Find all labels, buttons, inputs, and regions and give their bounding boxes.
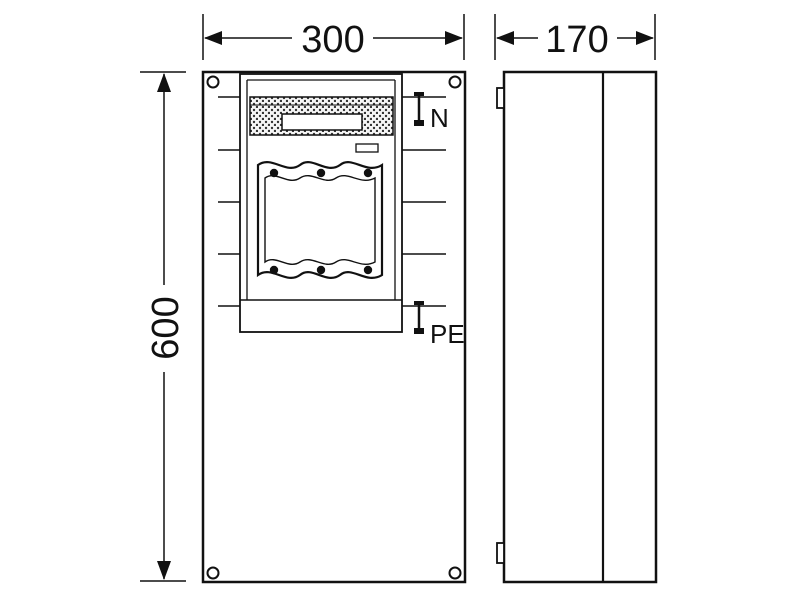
pe-terminal-icon [414,301,424,334]
height-dimension: 600 [140,71,187,582]
hinge-icon [496,542,505,564]
screw-icon [206,566,220,580]
bolt-icon [269,168,279,178]
bolt-icon [363,265,373,275]
depth-dimension: 170 [494,14,656,61]
fuse-cover [256,143,384,279]
hinge-icon [496,87,505,109]
screw-icon [448,75,462,89]
height-label: 600 [145,296,187,359]
width-label: 300 [301,19,364,61]
depth-label: 170 [545,19,608,61]
cable-lines-right [402,96,446,307]
screw-icon [206,75,220,89]
neutral-terminal-icon [414,92,424,126]
bolt-icon [316,265,326,275]
enclosure-side-outline [502,70,658,584]
cable-lines-left [218,96,240,307]
neutral-label: N [430,103,449,133]
busbar-terminal-block [249,96,394,136]
side-view [496,70,658,584]
bolt-icon [269,265,279,275]
pe-label: PE [430,319,465,349]
width-dimension: 300 [202,14,465,61]
bolt-icon [316,168,326,178]
screw-icon [448,566,462,580]
front-view: N PE [201,70,467,584]
bolt-icon [363,168,373,178]
